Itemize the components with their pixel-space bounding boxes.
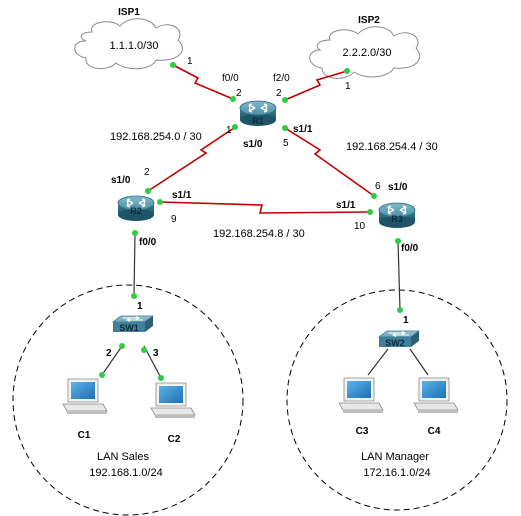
port-dot [170,62,176,68]
r2-s1-0-port-number: 2 [144,167,150,178]
link-r3-sw2[interactable] [397,240,401,311]
isp1-port-number: 1 [187,56,193,67]
r1-f2-0-port-number: 2 [276,88,282,99]
port-dots [99,62,403,381]
r1-s1-1-port-number: 5 [283,138,289,149]
router-r3[interactable]: R3 [378,202,416,229]
r2-s1-1-label: s1/1 [172,190,192,201]
r3-s1-1-port-number: 10 [354,221,366,232]
r2-f0-0-label: f0/0 [139,237,157,248]
r3-s1-0-port-number: 6 [375,181,381,192]
pc-c1[interactable] [62,378,108,415]
lan-sales-boundary [12,284,244,516]
port-dot [99,372,105,378]
port-dot [371,193,377,199]
port-dot [282,97,288,103]
r2-s1-0-label: s1/0 [111,175,131,186]
port-dot [367,209,373,215]
subnet-r2-r3: 192.168.254.8 / 30 [213,228,305,240]
link-r2-r3[interactable] [159,201,371,214]
lan-manager-boundary [286,289,508,511]
sw1-uplink-port-number: 1 [137,301,143,312]
port-dot [395,238,401,244]
r1-s1-0-port-number: 1 [226,125,232,136]
isp1-cloud[interactable]: 1.1.1.0/30 [74,18,183,70]
pc-c4-label: C4 [428,426,441,437]
switch-sw1-label: SW1 [119,323,139,333]
sw2-uplink-port-number: 1 [403,315,409,326]
r1-s1-1-label: s1/1 [293,124,313,135]
pc-c1-label: C1 [78,430,91,441]
pc-c2[interactable] [150,382,196,419]
router-r1[interactable]: R1 [239,100,277,127]
r1-f0-0-port-number: 2 [236,88,242,99]
r2-s1-1-port-number: 9 [171,214,177,225]
port-dot [157,199,163,205]
r3-s1-0-label: s1/0 [388,182,408,193]
isp1-subnet: 1.1.1.0/30 [110,40,159,52]
port-dot [158,375,164,381]
port-dot [397,307,403,313]
link-r1-r2[interactable] [147,127,235,192]
pc-c3[interactable] [338,377,384,414]
r1-f2-0-label: f2/0 [273,73,290,84]
isp2-cloud[interactable]: 2.2.2.0/30 [309,26,421,79]
r3-s1-1-label: s1/1 [336,200,356,211]
link-sw1-c1[interactable] [101,345,123,376]
isp2-label: ISP2 [358,15,380,26]
isp2-port-number: 1 [345,81,351,92]
link-isp1-r1[interactable] [172,64,234,100]
port-dot [119,343,125,349]
pc-c2-label: C2 [168,434,181,445]
r3-f0-0-label: f0/0 [401,243,419,254]
isp2-subnet: 2.2.2.0/30 [343,47,392,59]
switch-sw2-label: SW2 [385,338,405,348]
lan-manager-name: LAN Manager [361,451,429,463]
router-r2-label: R2 [130,206,142,216]
link-sw2-c4[interactable] [409,348,429,376]
port-dot [132,230,138,236]
r1-f0-0-label: f0/0 [222,73,239,84]
port-dot [282,125,288,131]
switch-sw1[interactable]: SW1 [112,315,154,333]
port-dot [230,96,236,102]
lan-manager-subnet: 172.16.1.0/24 [363,467,430,479]
sw1-port-2-number: 2 [106,348,112,359]
pc-c3-label: C3 [356,426,369,437]
router-r3-label: R3 [391,214,403,224]
link-sw1-c2[interactable] [143,345,162,379]
router-r1-label: R1 [252,116,264,126]
router-r2[interactable]: R2 [117,195,155,222]
subnet-r1-r2: 192.168.254.0 / 30 [110,131,202,143]
link-isp2-r1[interactable] [284,70,348,101]
port-dot [344,68,350,74]
port-dot [131,293,137,299]
sw1-port-3-number: 3 [153,348,159,359]
pc-c4[interactable] [413,377,459,414]
r1-s1-0-label: s1/0 [243,139,263,150]
subnet-r1-r3: 192.168.254.4 / 30 [346,141,438,153]
switch-sw2[interactable]: SW2 [378,330,420,348]
lan-sales-subnet: 192.168.1.0/24 [89,467,162,479]
isp1-label: ISP1 [118,7,140,18]
port-dot [232,124,238,130]
link-r1-r3[interactable] [284,127,375,197]
port-dot [141,347,147,353]
port-dot [145,188,151,194]
link-sw2-c3[interactable] [367,348,389,376]
link-r2-sw1[interactable] [133,232,136,297]
lan-sales-name: LAN Sales [97,451,149,463]
